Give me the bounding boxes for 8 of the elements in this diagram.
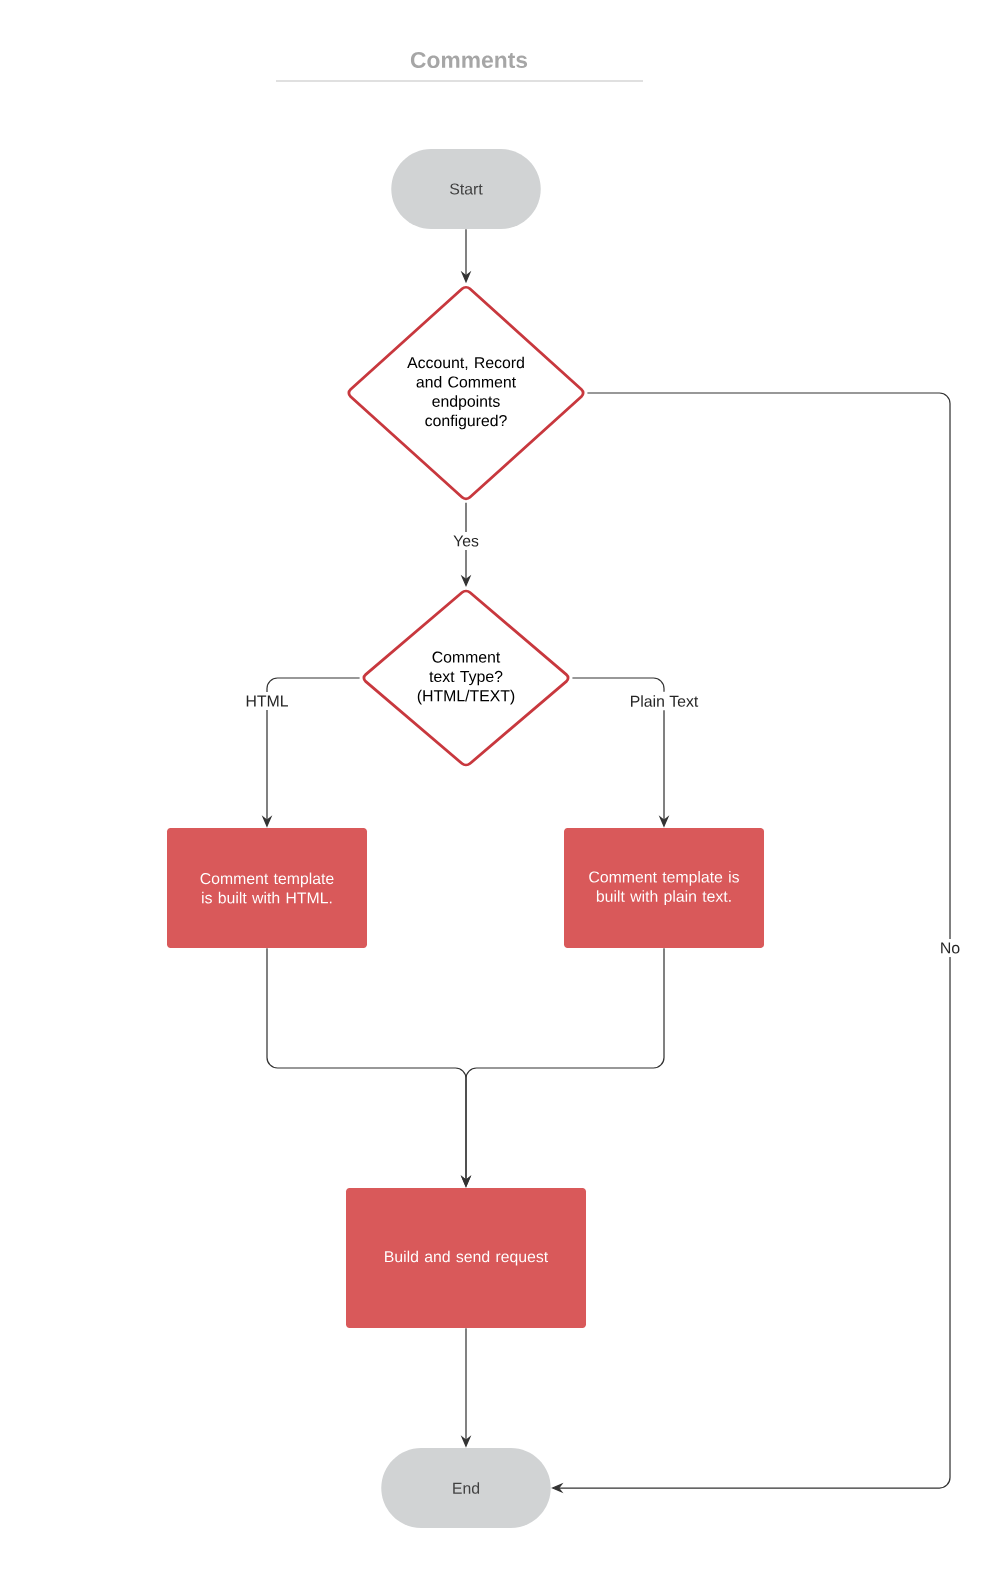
edge-label: Yes [449,531,483,551]
process-box: Build and send request [346,1188,586,1328]
process-box: Comment template is built with HTML. [167,828,367,948]
edge-label: Plain Text [626,691,702,711]
edge-label: HTML [241,692,293,710]
title: Comments [410,51,528,69]
process-box: Comment template is built with plain text. [564,828,764,948]
edge-label: No [936,939,964,958]
